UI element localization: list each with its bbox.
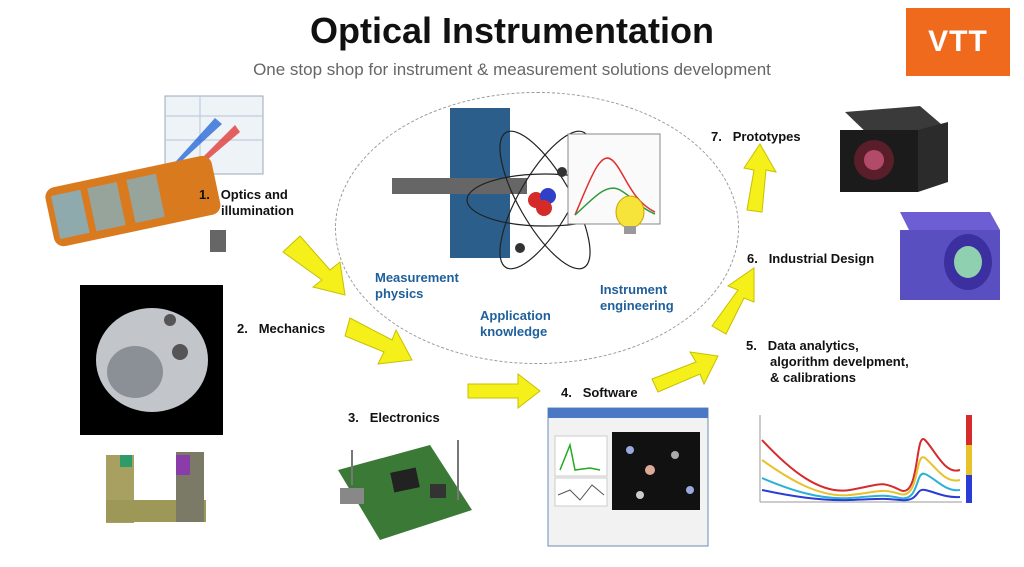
industrial-design-illustration	[900, 212, 1000, 300]
arrow-6	[743, 143, 777, 213]
slide-title: Optical Instrumentation	[309, 10, 715, 51]
step-1-label: 1. Optics and illumination	[199, 187, 294, 218]
step-5-label: 5. Data analytics, algorithm develpment,…	[746, 338, 909, 385]
arrow-2	[344, 317, 413, 365]
core-ellipse	[335, 92, 739, 364]
step-7-label: 7. Prototypes	[711, 129, 801, 144]
arrow-1	[282, 235, 346, 296]
step-2-label: 2. Mechanics	[237, 321, 326, 336]
vtt-logo: VTT	[906, 8, 1010, 76]
mechanics-illustration	[80, 285, 223, 435]
optics-illustration	[45, 95, 264, 252]
cad-bracket-illustration	[106, 452, 206, 523]
electronics-illustration	[338, 440, 472, 540]
arrow-3	[467, 372, 541, 410]
camera-illustration	[840, 106, 948, 192]
step-4-label: 4. Software	[561, 385, 638, 400]
software-illustration	[547, 407, 709, 547]
spectra-illustration	[750, 408, 975, 518]
step-3-label: 3. Electronics	[348, 410, 440, 425]
arrow-5	[711, 267, 755, 335]
step-6-label: 6. Industrial Design	[747, 251, 875, 266]
process-arrows	[282, 143, 777, 410]
arrow-4	[651, 351, 719, 393]
slide-subtitle: One stop shop for instrument & measureme…	[253, 60, 771, 79]
physics-illustration	[392, 108, 661, 270]
